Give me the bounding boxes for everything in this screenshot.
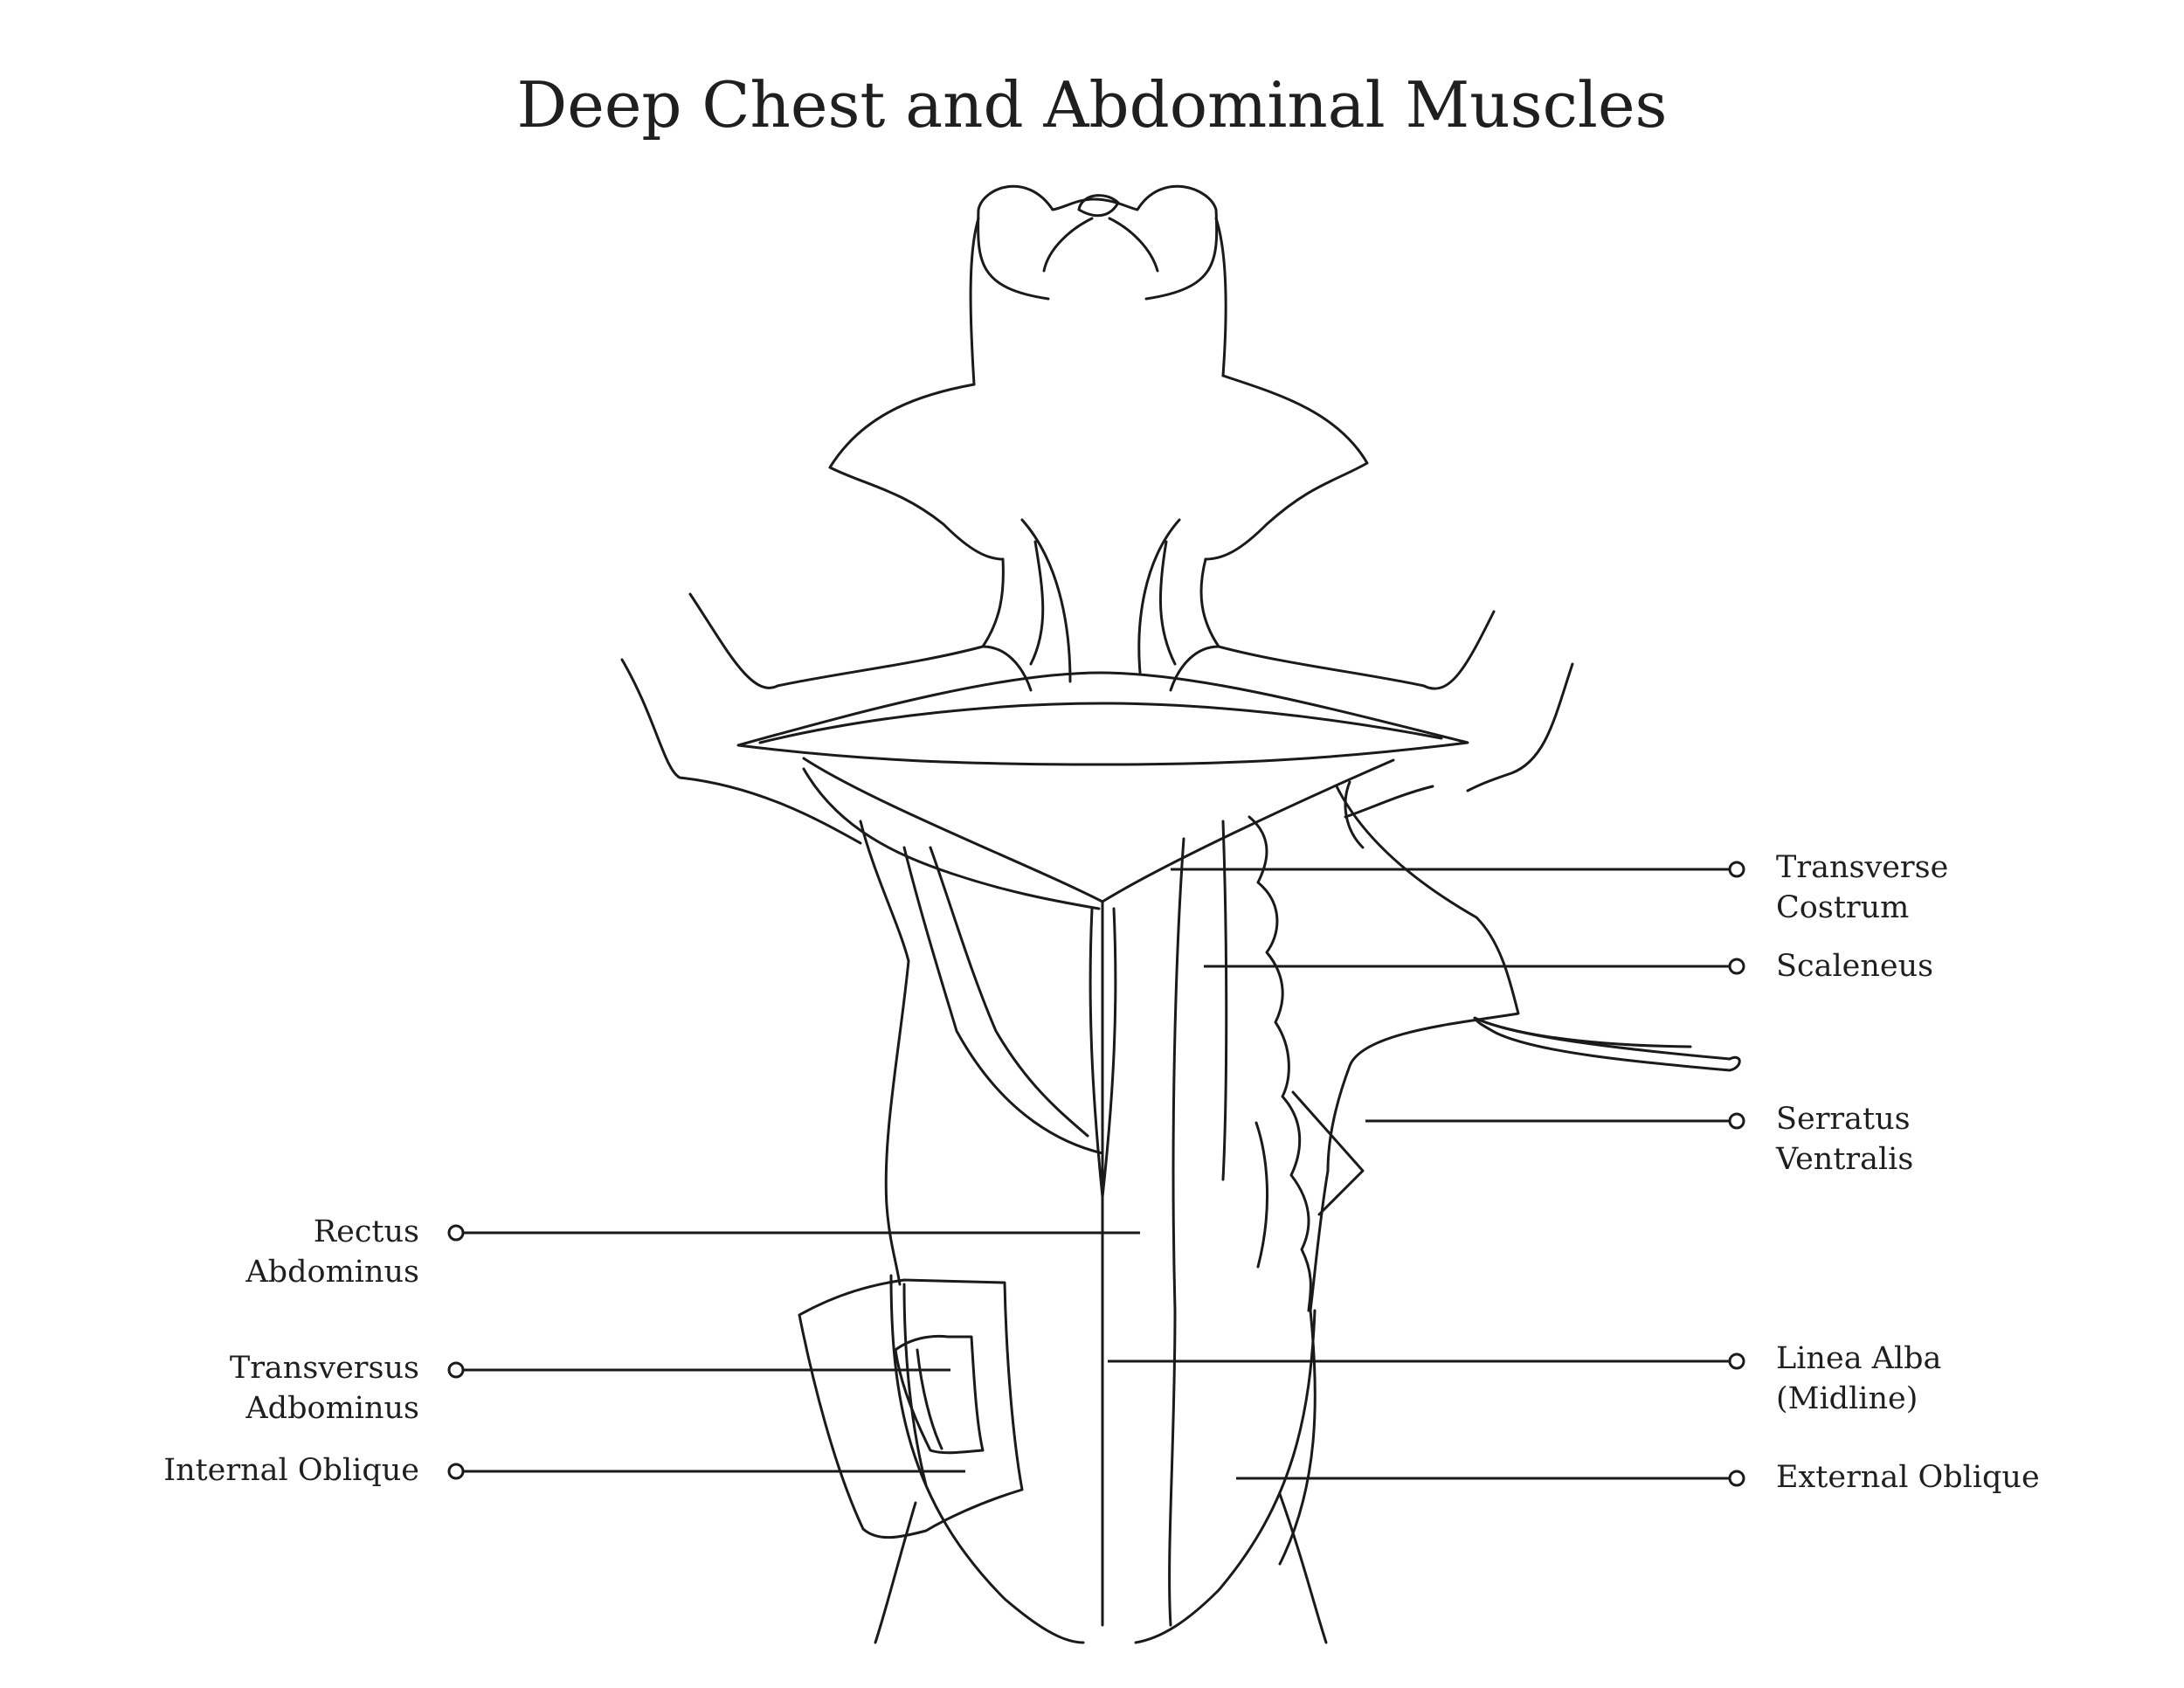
label-rectus-abdominus: Rectus Abdominus xyxy=(245,1212,419,1292)
lower-left xyxy=(889,1274,1085,1644)
label-transversus-adbominus-line2: Adbominus xyxy=(245,1391,419,1426)
upper-arm-right xyxy=(1466,662,1574,792)
neck-muscle-left xyxy=(1029,540,1045,666)
head-side-right xyxy=(1214,217,1227,377)
label-internal-oblique-line1: Internal Oblique xyxy=(163,1453,419,1488)
dot-transversus xyxy=(447,1361,465,1379)
hind-right xyxy=(1278,1492,1328,1644)
serratus-scallops xyxy=(1248,815,1312,1312)
body-right-side xyxy=(1278,1169,1330,1566)
leaders-right xyxy=(1108,861,1745,1487)
serratus-ribs xyxy=(1254,1121,1269,1269)
right-foreleg-upper xyxy=(1326,785,1520,1173)
left-ear xyxy=(828,383,1005,561)
serratus-slash xyxy=(1291,1090,1365,1216)
label-transverse-costrum-line1: Transverse xyxy=(1776,850,1949,885)
body-left-muscle xyxy=(929,846,1089,1138)
pectoral-band-line xyxy=(758,702,1443,744)
muzzle-line-left xyxy=(1042,217,1094,273)
neck-muscle-right xyxy=(1158,540,1177,666)
label-internal-oblique: Internal Oblique xyxy=(163,1450,419,1491)
shoulder-right xyxy=(1217,610,1496,690)
label-serratus-ventralis: Serratus Ventralis xyxy=(1776,1099,1913,1180)
right-paw-inner xyxy=(1483,1020,1692,1048)
rectus-right-edge xyxy=(1101,907,1117,1199)
label-scaleneus-line1: Scaleneus xyxy=(1776,949,1934,984)
label-transversus-adbominus-line1: Transversus xyxy=(229,1351,419,1386)
leaders-left xyxy=(447,1224,1140,1480)
dot-linea-alba xyxy=(1728,1352,1745,1370)
nose-outline xyxy=(1077,194,1120,218)
body-left-inner xyxy=(902,846,1104,1155)
hind-left xyxy=(874,1501,917,1644)
chest-left-arc xyxy=(802,767,1101,910)
diagram-title: Deep Chest and Abdominal Muscles xyxy=(516,68,1668,142)
dot-serratus xyxy=(1728,1112,1745,1130)
label-serratus-ventralis-line1: Serratus xyxy=(1776,1102,1911,1137)
dot-internal-oblique xyxy=(447,1463,465,1480)
neck-inner-right xyxy=(1137,518,1181,675)
label-transverse-costrum: Transverse Costrum xyxy=(1776,847,1948,928)
label-rectus-abdominus-line1: Rectus xyxy=(313,1214,419,1249)
label-linea-alba: Linea Alba (Midline) xyxy=(1776,1339,1941,1419)
label-serratus-ventralis-line2: Ventralis xyxy=(1776,1142,1914,1177)
upper-arm-left xyxy=(620,658,862,845)
flap-inner xyxy=(902,1283,928,1487)
flap-pocket xyxy=(894,1334,985,1455)
head-side-left xyxy=(969,217,980,386)
neck-left xyxy=(981,557,1033,692)
scaleneus-strip xyxy=(1221,820,1228,1181)
label-rectus-abdominus-line2: Abdominus xyxy=(245,1255,419,1290)
dot-transverse-costrum xyxy=(1728,861,1745,878)
rectus-left-edge xyxy=(1089,907,1104,1199)
dot-rectus xyxy=(447,1224,465,1242)
right-ear xyxy=(1204,374,1369,561)
label-transverse-costrum-line2: Costrum xyxy=(1776,890,1910,925)
neck-inner-left xyxy=(1020,518,1072,683)
rectus-right-boundary xyxy=(1168,837,1185,1627)
lower-right xyxy=(1134,1309,1317,1644)
pectoral-band xyxy=(736,671,1469,766)
muzzle-line-right xyxy=(1108,217,1159,273)
body-left-side xyxy=(859,820,910,1286)
shoulder-left xyxy=(688,592,985,689)
label-scaleneus: Scaleneus xyxy=(1776,946,1933,986)
dot-external-oblique xyxy=(1728,1470,1745,1487)
animal-outline xyxy=(620,184,1741,1644)
flap-outer xyxy=(798,1278,1024,1539)
head-outline xyxy=(977,184,1219,301)
label-external-oblique: External Oblique xyxy=(1776,1457,2040,1498)
right-foreleg-stripe xyxy=(1344,785,1434,819)
neck-right xyxy=(1169,557,1220,692)
label-linea-alba-line2: (Midline) xyxy=(1776,1381,1918,1416)
label-transversus-adbominus: Transversus Adbominus xyxy=(230,1348,419,1429)
flap-pocket-inner xyxy=(916,1348,943,1450)
label-external-oblique-line1: External Oblique xyxy=(1776,1460,2040,1495)
sternal-v xyxy=(802,757,1395,903)
label-linea-alba-line1: Linea Alba xyxy=(1776,1341,1942,1376)
dot-scaleneus xyxy=(1728,958,1745,975)
